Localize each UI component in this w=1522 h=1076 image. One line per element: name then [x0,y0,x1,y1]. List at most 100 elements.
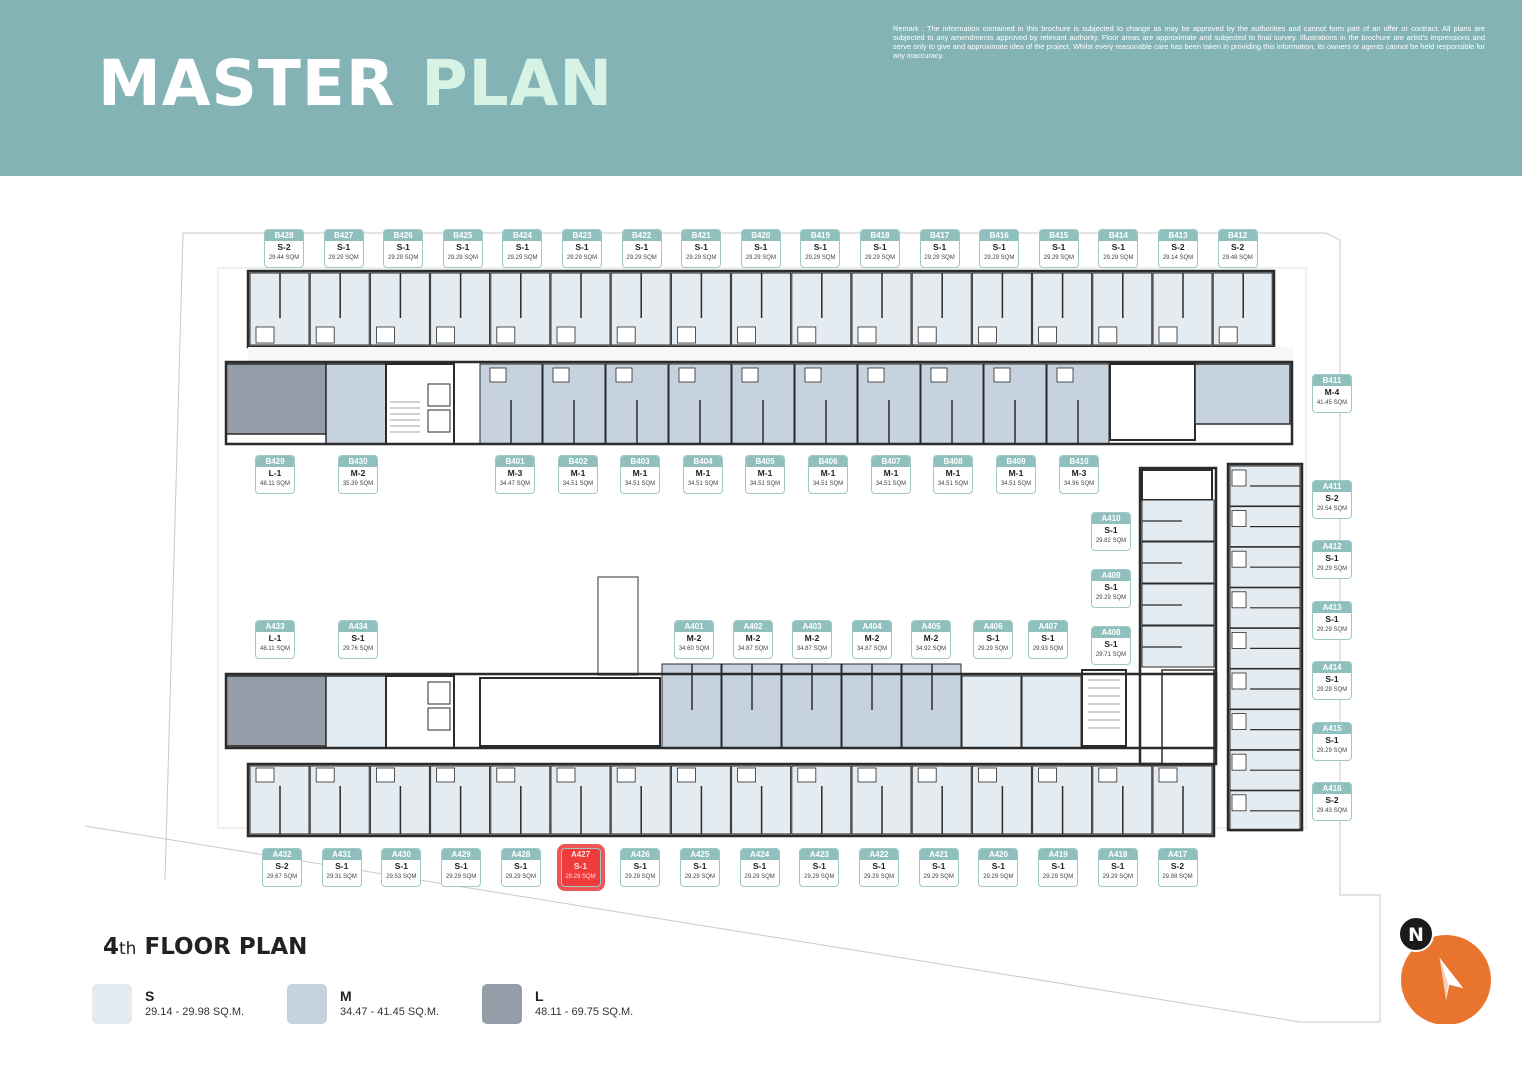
unit-area: 41.45 SQM [1316,400,1348,406]
unit-id: A405 [912,621,950,632]
unit-id: A431 [322,849,361,860]
unit-type: M-1 [757,468,773,478]
unit-room [961,675,1022,749]
bathroom [737,767,756,783]
unit-type: M-1 [632,468,648,478]
building-b [224,269,1294,446]
unit-id: A422 [860,849,898,860]
unit-area: 34.87 SQM [796,646,828,652]
bathroom [615,367,633,383]
unit-type: S-1 [335,861,349,871]
bathroom [857,326,877,344]
unit-id: B419 [801,230,840,241]
unit-area: 34.96 SQM [1063,481,1095,487]
unit-type: S-1 [336,242,351,252]
unit-type: S-1 [752,861,767,871]
unit-type: S-2 [1325,493,1339,503]
building-b-bottom-wing [224,360,1294,446]
unit-id: A412 [1313,541,1351,553]
title-word-master: MASTER [98,47,396,120]
unit-id: B422 [622,230,661,241]
bathroom [1231,753,1247,771]
unit-type: S-1 [1104,525,1118,535]
bathroom [741,367,759,383]
floor-number: 4 [103,934,120,960]
lift [427,707,451,731]
bathroom [1231,672,1247,690]
unit-area: 29.29 SQM [983,874,1014,880]
unit-id: A406 [974,621,1012,632]
unit-type: M-1 [1008,468,1024,478]
unit-id: A421 [919,849,958,860]
unit-id: A425 [680,849,719,860]
unit-id: A403 [793,621,831,632]
remark-disclaimer: Remark : The information contained in th… [893,24,1485,60]
unit-id: B427 [324,230,363,241]
